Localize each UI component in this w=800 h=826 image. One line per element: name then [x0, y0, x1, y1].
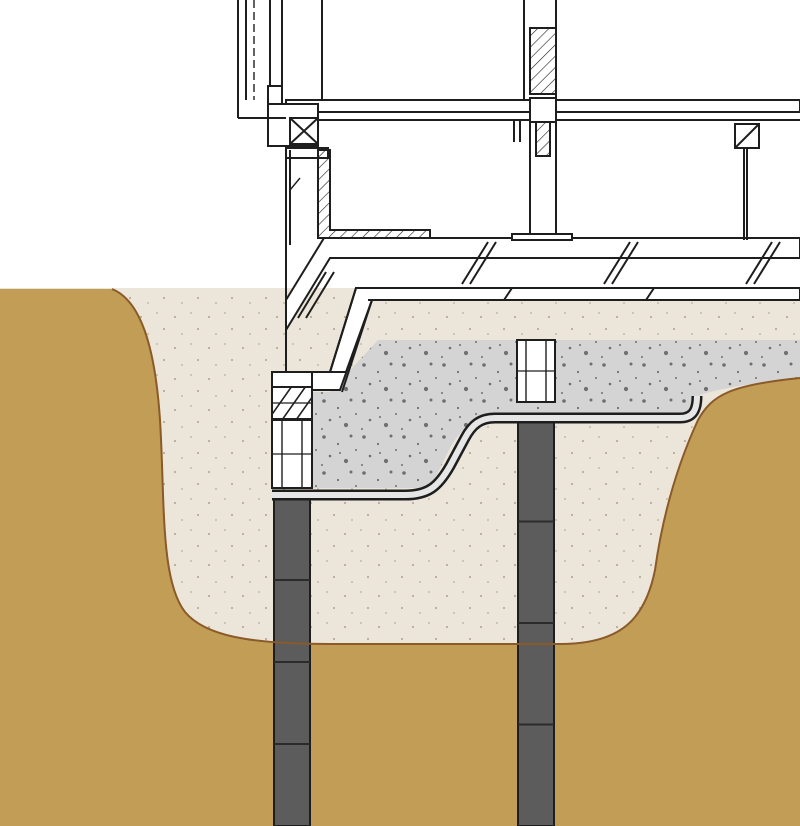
- perimeter-insulation: [317, 149, 431, 239]
- pile-1: [273, 497, 311, 826]
- floor-hatch: [297, 241, 781, 319]
- pile-2: [517, 419, 555, 826]
- post-connector: [529, 27, 557, 95]
- backfill-soil: [0, 289, 800, 826]
- foundation-slab: [271, 339, 800, 501]
- pile-cap-left: [271, 419, 313, 489]
- excavation-boundary: [111, 288, 800, 645]
- pile-cap-right: [516, 339, 556, 403]
- waterproof-membrane-core: [272, 395, 700, 498]
- post-base: [511, 233, 573, 241]
- superstructure: [237, 0, 800, 372]
